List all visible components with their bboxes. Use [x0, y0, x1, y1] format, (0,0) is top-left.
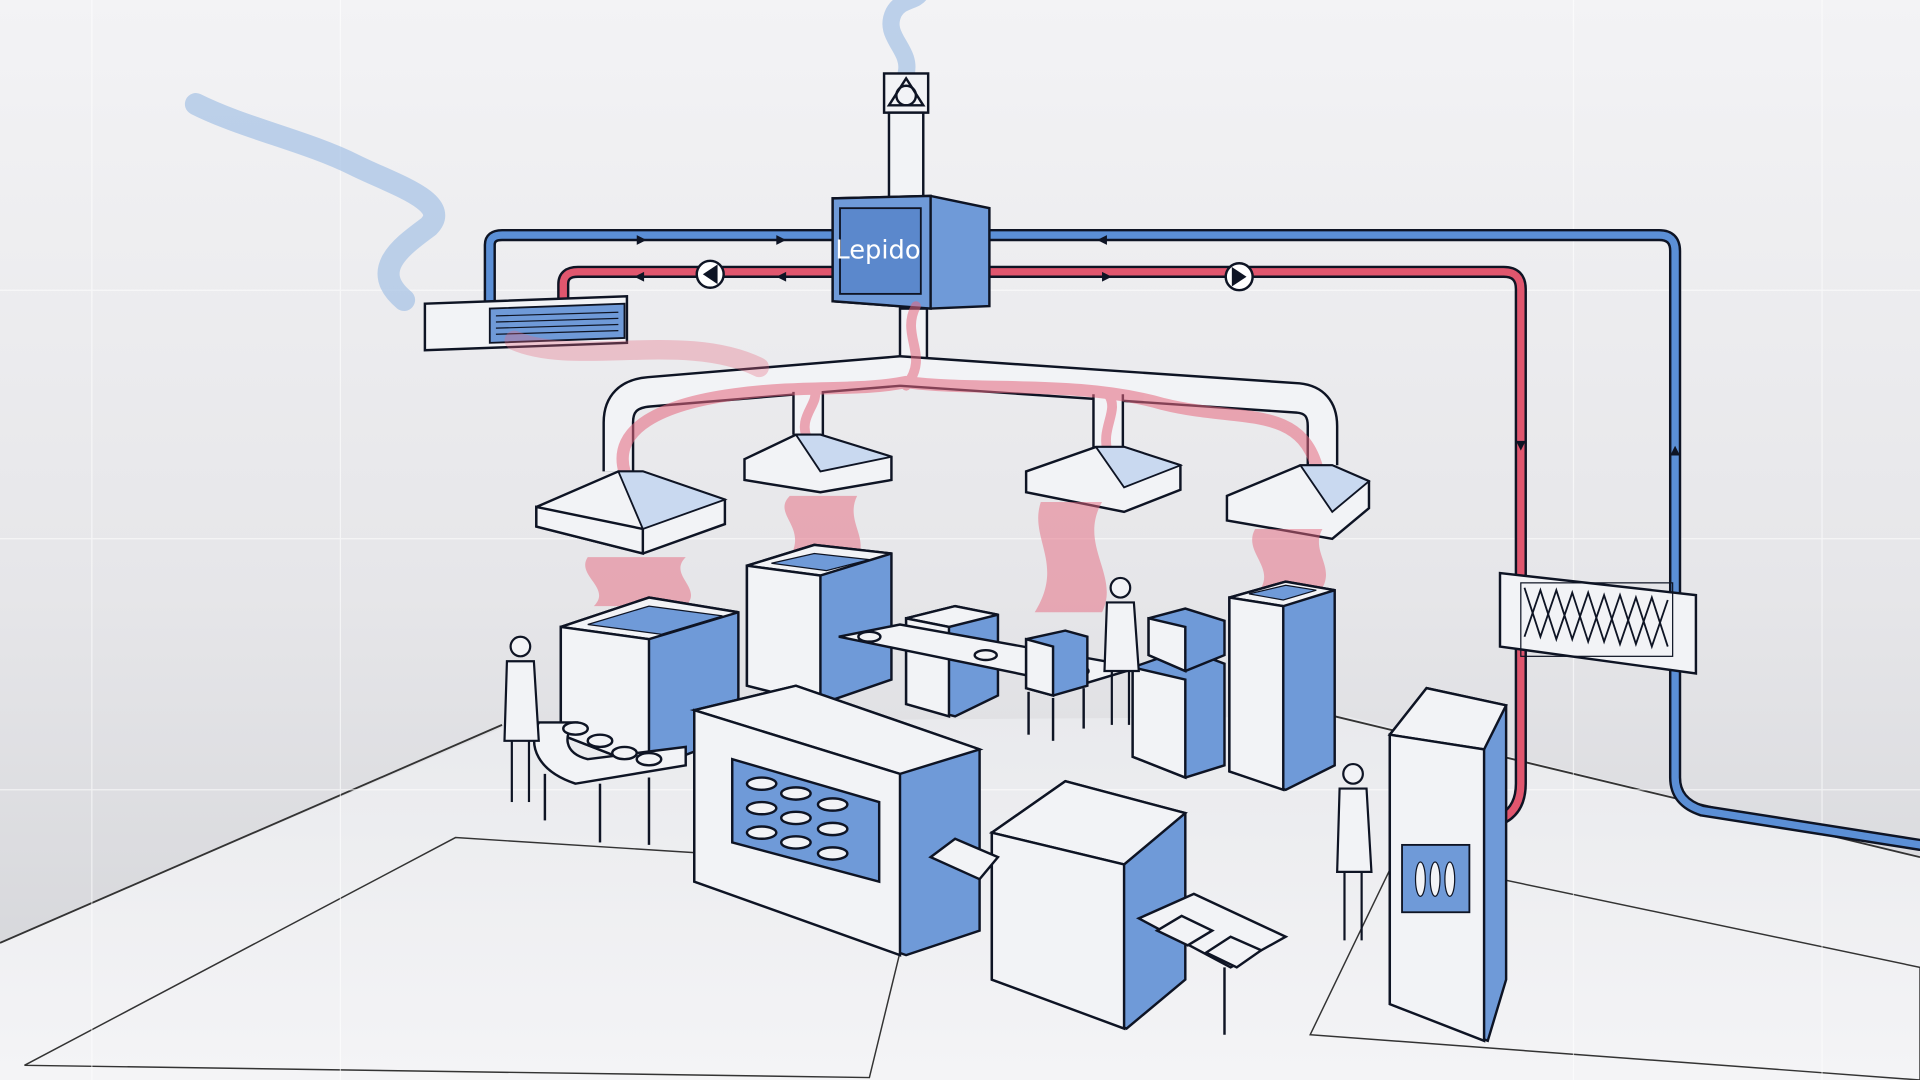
- circulation-pump-icon: [695, 259, 725, 289]
- worker-icon: [503, 635, 540, 803]
- extraction-hood-icon: [743, 433, 893, 494]
- piping: [483, 228, 1920, 852]
- floor-marking-right: [1309, 856, 1920, 1080]
- workers: [503, 576, 1373, 941]
- exhaust-plume-left: [184, 93, 445, 312]
- dishwasher-icon: [1387, 686, 1508, 1043]
- packaging-machine: [928, 779, 1188, 1031]
- mixer-machine: [1131, 607, 1226, 780]
- extraction-hood-icon: [1024, 445, 1184, 514]
- floor-edge-left: [0, 724, 503, 944]
- oven-icon: [689, 684, 984, 957]
- oven-icon: [1228, 580, 1336, 792]
- extraction-hood-icon: [1225, 464, 1371, 541]
- central-unit-label: Lepido: [835, 235, 920, 265]
- heat-recovery-unit-icon: [423, 295, 629, 352]
- conveyor-icon: [533, 721, 687, 845]
- extraction-hood-icon: [535, 470, 728, 556]
- exhaust-plume-stack: [882, 0, 927, 83]
- cold-line: [483, 228, 1920, 852]
- exhaust-plumes: [184, 0, 927, 312]
- central-unit: Lepido: [831, 194, 991, 384]
- conveyor-icon: [1135, 892, 1289, 1035]
- heat-exchanger-icon: [1498, 571, 1698, 675]
- flow-arrows: [634, 235, 1680, 456]
- heat-plumes: [585, 495, 1326, 613]
- worker-icon: [1336, 762, 1373, 941]
- processing-unit: [1024, 629, 1089, 741]
- oven-icon: [745, 543, 893, 706]
- central-unit-panel: [839, 207, 922, 295]
- exhaust-stack-icon: [882, 72, 930, 200]
- worker-icon: [1103, 576, 1140, 725]
- hot-line: [557, 265, 1527, 839]
- circulation-pump-icon: [1224, 262, 1254, 292]
- machines: [533, 543, 1508, 1043]
